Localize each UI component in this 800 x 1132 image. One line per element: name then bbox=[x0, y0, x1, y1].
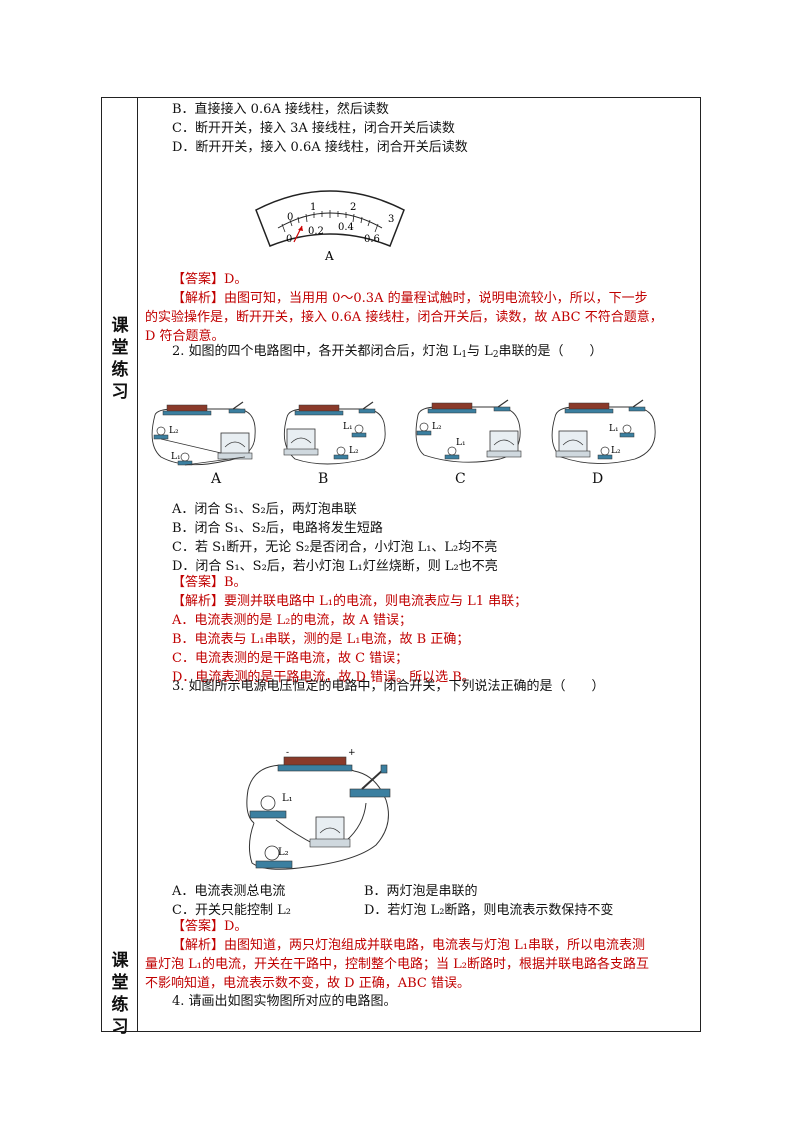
q3-analysis-2: 量灯泡 L₁的电流，开关在干路中，控制整个电路；当 L₂断路时，根据并联电路各支… bbox=[145, 957, 649, 972]
q3-analysis-1: 【解析】由图知道，两只灯泡组成并联电路，电流表与灯泡 L₁串联，所以电流表测 bbox=[172, 938, 645, 953]
q2-answer: 【答案】B。 bbox=[172, 575, 247, 590]
q1-analysis-2: 的实验操作是，断开开关，接入 0.6A 接线柱，闭合开关后，读数，故 ABC 不… bbox=[145, 310, 663, 325]
label-l2: L₂ bbox=[278, 847, 289, 858]
q2-stem-sub1: 1 bbox=[461, 350, 468, 360]
q2-fig-label-a: A bbox=[211, 471, 222, 487]
q2-circuit-figures: L₂ L₁ L₁ L₂ L₂ L₁ L₁ L₂ bbox=[151, 399, 656, 466]
q2-analysis-1: 【解析】要测并联电路中 L₁的电流，则电流表应与 L1 串联； bbox=[172, 594, 528, 609]
fig-d-l2: L₂ bbox=[611, 446, 621, 456]
q2-analysis-5: D．电流表测的是干路电流，故 D 错误。所以选 B。 bbox=[172, 670, 475, 685]
column-divider bbox=[137, 98, 138, 1031]
q3-circuit-figure: - + L₁ L₂ bbox=[246, 748, 391, 870]
q2-analysis-2: A．电流表测的是 L₂的电流，故 A 错误； bbox=[172, 613, 413, 628]
q1-option-d: D．断开开关，接入 0.6A 接线柱，闭合开关后读数 bbox=[172, 140, 468, 155]
q1-answer: 【答案】D。 bbox=[172, 272, 248, 287]
dial-top-2: 2 bbox=[350, 202, 356, 213]
figure-c: L₂ L₁ bbox=[415, 399, 522, 463]
bulb-l1 bbox=[260, 795, 276, 811]
worksheet-frame bbox=[101, 97, 701, 1032]
q2-fig-label-d: D bbox=[592, 471, 604, 487]
q3-option-a: A．电流表测总电流 bbox=[172, 884, 286, 899]
fig-a-l2: L₂ bbox=[169, 426, 179, 436]
figure-b: L₁ L₂ bbox=[283, 401, 386, 465]
q2-stem-pre: 2. 如图的四个电路图中，各开关都闭合后，灯泡 L bbox=[172, 344, 462, 359]
side-char: 练 bbox=[111, 995, 129, 1015]
dial-label: A bbox=[324, 249, 334, 263]
q2-option-b: B．闭合 S₁、S₂后，电路将发生短路 bbox=[172, 521, 383, 536]
q2-fig-label-b: B bbox=[318, 471, 329, 487]
side-char: 练 bbox=[111, 360, 129, 380]
side-char: 堂 bbox=[111, 973, 129, 993]
side-char: 课 bbox=[111, 316, 129, 336]
dial-top-0: 0 bbox=[287, 212, 293, 223]
dial-bottom-2: 0.4 bbox=[338, 222, 354, 233]
q3-analysis-3: 不影响知道，电流表示数不变，故 D 正确，ABC 错误。 bbox=[145, 976, 470, 991]
q2-fig-label-c: C bbox=[455, 471, 466, 487]
switch bbox=[349, 788, 391, 798]
q2-option-d: D．闭合 S₁、S₂后，若小灯泡 L₁灯丝烧断，则 L₂也不亮 bbox=[172, 559, 498, 574]
q3-stem: 3. 如图所示电源电压恒定的电路中，闭合开关，下列说法正确的是（ ） bbox=[172, 679, 605, 694]
q1-option-c: C．断开开关，接入 3A 接线柱，闭合开关后读数 bbox=[172, 121, 455, 136]
dial-bottom-0: 0 bbox=[286, 234, 292, 245]
dial-top-3: 3 bbox=[388, 214, 394, 225]
q3-option-b: B．两灯泡是串联的 bbox=[364, 884, 478, 899]
bulb-l2 bbox=[264, 845, 280, 861]
side-char: 课 bbox=[111, 951, 129, 971]
fig-c-l2: L₂ bbox=[432, 422, 442, 432]
fig-b-l1: L₁ bbox=[343, 422, 353, 432]
ammeter-dial: 0 1 2 3 0 0.2 0.4 0.6 A bbox=[255, 190, 405, 263]
fig-b-l2: L₂ bbox=[349, 446, 359, 456]
q1-analysis-1: 【解析】由图可知，当用用 0～0.3A 的量程试触时，说明电流较小，所以，下一步 bbox=[172, 291, 648, 306]
dial-top-1: 1 bbox=[310, 202, 316, 213]
q1-analysis-3: D 符合题意。 bbox=[145, 329, 225, 344]
side-char: 习 bbox=[111, 1017, 129, 1037]
q2-option-a: A．闭合 S₁、S₂后，两灯泡串联 bbox=[172, 502, 357, 517]
q2-analysis-4: C．电流表测的是干路电流，故 C 错误； bbox=[172, 651, 409, 666]
q2-stem: 2. 如图的四个电路图中，各开关都闭合后，灯泡 L1与 L2串联的是（ ） bbox=[172, 340, 603, 360]
fig-d-l1: L₁ bbox=[609, 424, 619, 434]
q3-option-d: D．若灯泡 L₂断路，则电流表示数保持不变 bbox=[364, 903, 614, 918]
q1-option-b: B．直接接入 0.6A 接线柱，然后读数 bbox=[172, 102, 389, 117]
side-label-upper: 课 堂 练 习 bbox=[106, 315, 134, 403]
dial-bottom-1: 0.2 bbox=[308, 226, 324, 237]
side-char: 习 bbox=[111, 382, 129, 402]
q2-stem-post: 串联的是（ ） bbox=[498, 344, 603, 359]
dial-bottom-3: 0.6 bbox=[364, 234, 380, 245]
side-char: 堂 bbox=[111, 338, 129, 358]
q2-stem-mid: 与 L bbox=[467, 344, 493, 359]
q2-analysis-3: B．电流表与 L₁串联，测的是 L₁电流，故 B 正确； bbox=[172, 632, 470, 647]
side-label-lower: 课 堂 练 习 bbox=[106, 950, 134, 1038]
ammeter bbox=[315, 816, 345, 842]
fig-a-l1: L₁ bbox=[171, 452, 181, 462]
battery-minus: - bbox=[286, 748, 289, 758]
q3-option-c: C．开关只能控制 L₂ bbox=[172, 903, 291, 918]
fig-c-l1: L₁ bbox=[456, 438, 466, 448]
battery-plus: + bbox=[348, 748, 356, 758]
label-l1: L₁ bbox=[282, 793, 293, 804]
figure-a: L₂ L₁ bbox=[151, 401, 256, 466]
q3-answer: 【答案】D。 bbox=[172, 919, 248, 934]
figure-d: L₁ L₂ bbox=[551, 399, 656, 464]
q4-stem: 4. 请画出如图实物图所对应的电路图。 bbox=[172, 994, 397, 1009]
q2-option-c: C．若 S₁断开，无论 S₂是否闭合，小灯泡 L₁、L₂均不亮 bbox=[172, 540, 498, 555]
q2-stem-sub2: 2 bbox=[492, 350, 499, 360]
